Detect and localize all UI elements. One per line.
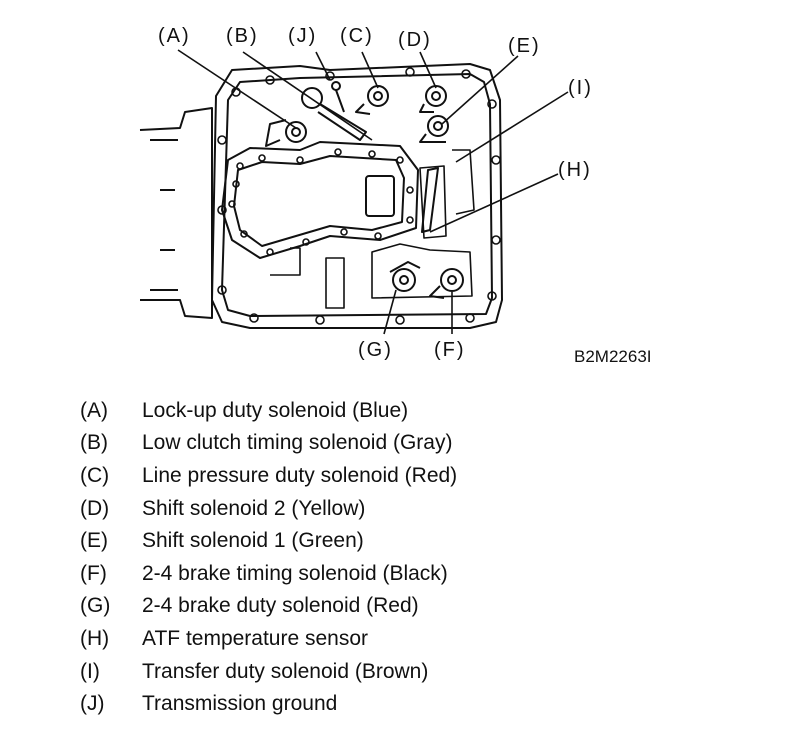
legend-description: 2-4 brake duty solenoid (Red) xyxy=(142,594,419,618)
solenoid-b xyxy=(301,87,367,141)
callout-j: (J) xyxy=(288,25,317,47)
legend-description: Lock-up duty solenoid (Blue) xyxy=(142,398,409,422)
legend-key: (E) xyxy=(80,529,108,553)
legend-list: (A) Lock-up duty solenoid (Blue) (B) Low… xyxy=(80,394,780,720)
legend-item: (A) Lock-up duty solenoid (Blue) xyxy=(80,394,780,427)
legend-key: (I) xyxy=(80,659,100,683)
callout-i: (I) xyxy=(568,77,593,99)
leader-lines xyxy=(177,49,569,335)
legend-item: (C) Line pressure duty solenoid (Red) xyxy=(80,459,780,492)
callout-a: (A) xyxy=(158,25,191,47)
callout-f: (F) xyxy=(434,339,466,361)
legend-item: (F) 2-4 brake timing solenoid (Black) xyxy=(80,557,780,590)
legend-description: Transfer duty solenoid (Brown) xyxy=(142,659,429,683)
legend-key: (C) xyxy=(80,463,110,487)
solenoid-g xyxy=(389,261,421,292)
legend-description: Shift solenoid 1 (Green) xyxy=(142,529,364,553)
transmission-diagram: (A) (B) (J) (C) (D) (E) (I) (H) (G) (F) … xyxy=(139,25,652,366)
temperature-sensor-h xyxy=(421,167,439,233)
callout-e: (E) xyxy=(508,35,541,57)
legend-description: Shift solenoid 2 (Yellow) xyxy=(142,496,366,520)
legend-key: (B) xyxy=(80,431,108,455)
solenoid-e xyxy=(419,115,449,143)
legend-key: (A) xyxy=(80,398,108,422)
callout-b: (B) xyxy=(226,25,259,47)
transmission-case xyxy=(139,107,213,319)
callout-c: (C) xyxy=(340,25,374,47)
callout-d: (D) xyxy=(398,29,432,51)
bolt-holes xyxy=(217,67,501,325)
legend-item: (H) ATF temperature sensor xyxy=(80,622,780,655)
callout-h: (H) xyxy=(558,159,592,181)
legend-item: (E) Shift solenoid 1 (Green) xyxy=(80,524,780,557)
legend-key: (J) xyxy=(80,692,105,716)
legend-description: Line pressure duty solenoid (Red) xyxy=(142,463,458,487)
figure-code: B2M2263I xyxy=(574,347,652,366)
valve-passages xyxy=(270,149,475,309)
legend-description: Transmission ground xyxy=(142,692,338,716)
ground-j xyxy=(331,81,345,113)
legend-description: ATF temperature sensor xyxy=(142,626,369,650)
legend-description: 2-4 brake timing solenoid (Black) xyxy=(142,561,448,585)
solenoid-a xyxy=(265,119,307,147)
legend-description: Low clutch timing solenoid (Gray) xyxy=(142,431,453,455)
legend-item: (I) Transfer duty solenoid (Brown) xyxy=(80,655,780,688)
solenoid-f xyxy=(429,268,464,299)
callout-g: (G) xyxy=(358,339,393,361)
legend-item: (B) Low clutch timing solenoid (Gray) xyxy=(80,427,780,460)
legend-key: (F) xyxy=(80,561,107,585)
legend-item: (J) Transmission ground xyxy=(80,687,780,720)
legend-key: (G) xyxy=(80,594,111,618)
legend-item: (D) Shift solenoid 2 (Yellow) xyxy=(80,492,780,525)
legend-key: (D) xyxy=(80,496,110,520)
solenoid-c xyxy=(355,85,389,115)
legend-item: (G) 2-4 brake duty solenoid (Red) xyxy=(80,590,780,623)
legend-key: (H) xyxy=(80,626,110,650)
solenoid-d xyxy=(419,85,447,113)
separator-gasket xyxy=(221,141,419,259)
